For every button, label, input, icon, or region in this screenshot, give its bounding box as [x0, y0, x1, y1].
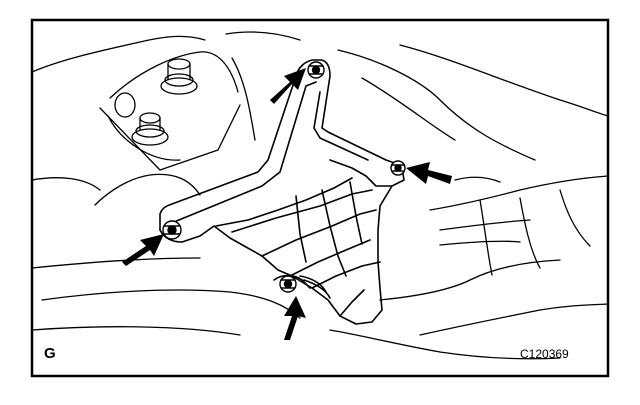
bolt-icon [279, 275, 297, 293]
arrow-icon [406, 162, 452, 184]
engine-background [32, 31, 608, 360]
bolt-icon [307, 61, 325, 79]
arrow-icon [270, 68, 306, 104]
illustration-code: C120369 [520, 347, 569, 361]
bolt-icon [390, 160, 406, 176]
view-label: G [44, 345, 56, 362]
diagram-frame [30, 18, 610, 378]
engine-mount-studs [114, 58, 198, 146]
arrow-icon [284, 296, 306, 340]
arrow-icon [122, 234, 164, 266]
bolt-icon [162, 220, 182, 240]
